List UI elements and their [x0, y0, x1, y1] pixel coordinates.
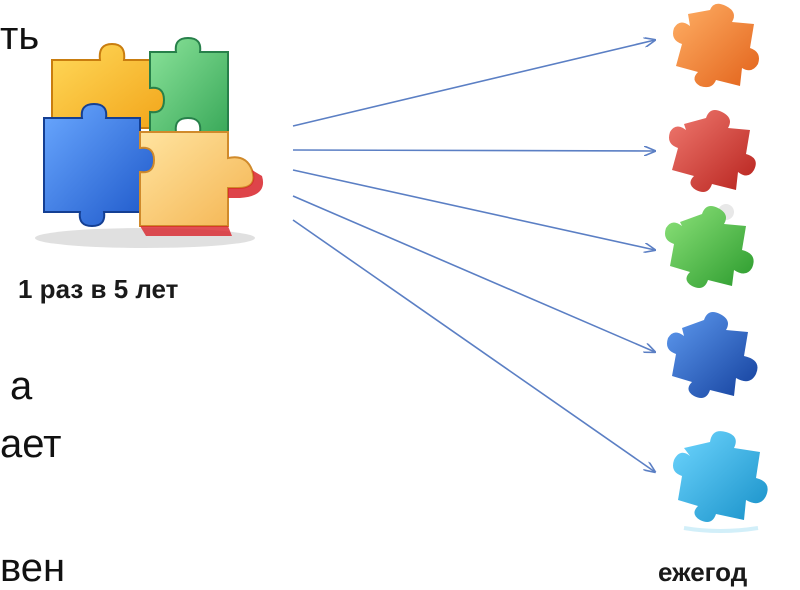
- arrow: [292, 195, 655, 352]
- arrow: [292, 219, 655, 472]
- arrow: [292, 150, 655, 151]
- text-fragment-1: ть: [0, 14, 40, 58]
- text-fragment-2: а: [10, 364, 33, 408]
- arrows: [292, 40, 655, 472]
- right-label: ежегод: [658, 557, 748, 587]
- text-fragment-3: ает: [0, 422, 62, 466]
- text-fragment-4: вен: [0, 546, 66, 590]
- left-label: 1 раз в 5 лет: [18, 274, 179, 304]
- arrow: [292, 40, 655, 127]
- puzzle-piece-icon: [665, 204, 754, 288]
- puzzle-cluster-icon: [35, 36, 264, 248]
- puzzle-piece-icon: [673, 431, 768, 533]
- arrow: [292, 169, 655, 250]
- puzzle-piece-icon: [669, 110, 756, 192]
- puzzle-piece-icon: [673, 3, 759, 88]
- puzzle-piece-icon: [667, 312, 758, 398]
